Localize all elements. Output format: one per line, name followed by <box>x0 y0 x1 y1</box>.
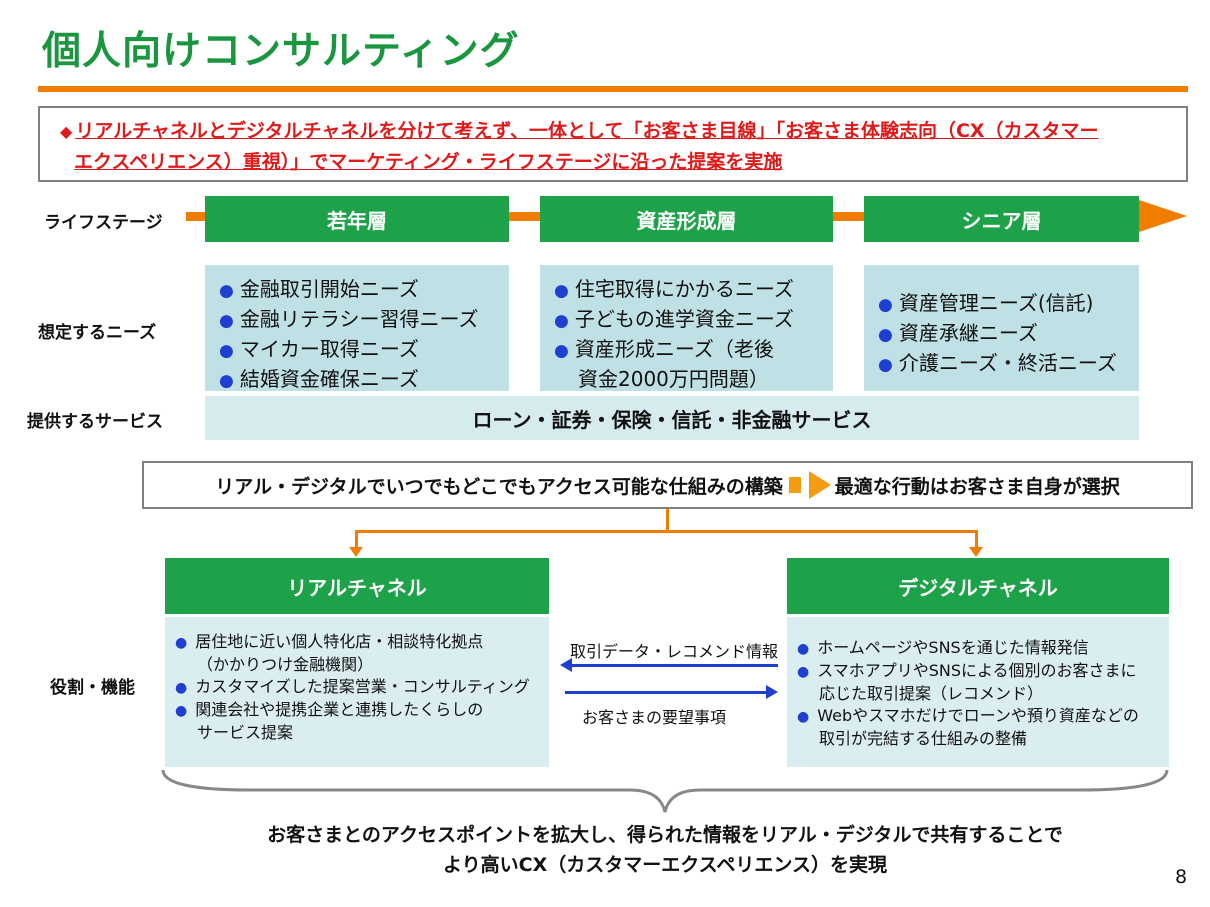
real-channel-body: ●居住地に近い個人特化店・相談特化拠点 （かかりつけ金融機関） ●カスタマイズし… <box>165 617 549 767</box>
split-connector <box>975 530 978 548</box>
title-underline <box>38 86 1188 92</box>
list-item-continuation: 応じた取引提案（レコメンド） <box>819 684 1044 703</box>
bullet-icon: ● <box>175 703 188 719</box>
list-item: ●金融リテラシー習得ニーズ <box>219 307 479 331</box>
key-message-line-1: ◆リアルチャネルとデジタルチャネルを分けて考えず、一体として「お客さま目線」「お… <box>60 116 1186 147</box>
key-message-line-2: エクスペリエンス）重視）」でマーケティング・ライフステージに沿った提案を実施 <box>74 151 783 173</box>
bullet-icon: ● <box>797 709 810 725</box>
digital-channel-body: ●ホームページやSNSを通じた情報発信 ●スマホアプリやSNSによる個別のお客さ… <box>787 617 1169 767</box>
list-item: ●住宅取得にかかるニーズ <box>554 277 794 301</box>
list-item: ●子どもの進学資金ニーズ <box>554 307 794 331</box>
page-title: 個人向けコンサルティング <box>42 29 520 74</box>
arrow-right-icon <box>766 685 778 699</box>
lifestage-arrow-icon <box>1139 200 1187 232</box>
conclusion-line-2: より高いCX（カスタマーエクスペリエンス）を実現 <box>443 854 887 876</box>
label-lifestage: ライフステージ <box>44 213 163 233</box>
arrow-down-icon <box>349 547 363 557</box>
stage-young: 若年層 <box>205 196 509 242</box>
bullet-icon: ● <box>175 635 188 651</box>
chevron-right-icon <box>808 471 831 499</box>
bullet-icon: ● <box>554 281 569 301</box>
list-item: ●居住地に近い個人特化店・相談特化拠点 <box>175 632 484 651</box>
list-item-continuation: サービス提案 <box>197 723 294 742</box>
services-bar: ローン・証券・保険・信託・非金融サービス <box>205 396 1139 440</box>
key-message-box: ◆リアルチャネルとデジタルチャネルを分けて考えず、一体として「お客さま目線」「お… <box>38 106 1188 182</box>
needs-young: ●金融取引開始ニーズ ●金融リテラシー習得ニーズ ●マイカー取得ニーズ ●結婚資… <box>205 265 509 391</box>
real-channel-header: リアルチャネル <box>165 558 549 614</box>
list-item-continuation: 資金2000万円問題） <box>578 367 769 391</box>
access-right-text: 最適な行動はお客さま自身が選択 <box>834 475 1120 498</box>
label-roles: 役割・機能 <box>50 678 135 698</box>
flow-line-to-digital <box>565 691 767 694</box>
lifestage-connector <box>833 212 864 221</box>
bullet-icon: ● <box>219 371 234 391</box>
bullet-icon: ● <box>797 664 810 680</box>
list-item: ●介護ニーズ・終活ニーズ <box>878 351 1117 375</box>
list-item: ●カスタマイズした提案営業・コンサルティング <box>175 677 530 696</box>
list-item: ●金融取引開始ニーズ <box>219 277 419 301</box>
split-connector <box>355 530 978 533</box>
split-connector <box>355 530 358 548</box>
lifestage-connector <box>509 212 540 221</box>
brace-icon <box>161 769 1169 813</box>
list-item: ●資産承継ニーズ <box>878 321 1038 345</box>
split-connector <box>666 509 669 531</box>
stage-asset-building: 資産形成層 <box>540 196 833 242</box>
stage-senior: シニア層 <box>864 196 1139 242</box>
list-item: ●マイカー取得ニーズ <box>219 337 419 361</box>
flow-label-to-real: 取引データ・レコメンド情報 <box>570 642 779 661</box>
label-services: 提供するサービス <box>27 412 163 432</box>
list-item: ●スマホアプリやSNSによる個別のお客さまに <box>797 661 1137 680</box>
access-left-text: リアル・デジタルでいつでもどこでもアクセス可能な仕組みの構築 <box>215 475 783 498</box>
list-item: ●資産管理ニーズ(信託) <box>878 291 1094 315</box>
arrow-left-icon <box>560 658 572 672</box>
list-item-continuation: （かかりつけ金融機関） <box>197 655 374 674</box>
bullet-icon: ● <box>219 341 234 361</box>
bullet-icon: ● <box>878 355 893 375</box>
flow-label-to-digital: お客さまの要望事項 <box>582 708 727 727</box>
list-item: ●ホームページやSNSを通じた情報発信 <box>797 638 1089 657</box>
bullet-icon: ● <box>554 311 569 331</box>
digital-channel-header: デジタルチャネル <box>787 558 1169 614</box>
list-item: ●結婚資金確保ニーズ <box>219 367 419 391</box>
bullet-icon: ● <box>878 325 893 345</box>
arrow-tail-icon <box>788 477 801 493</box>
bullet-icon: ● <box>175 680 188 696</box>
bullet-icon: ● <box>797 641 810 657</box>
list-item: ●Webやスマホだけでローンや預り資産などの <box>797 706 1139 725</box>
bullet-icon: ● <box>219 311 234 331</box>
diamond-bullet-icon: ◆ <box>60 122 73 141</box>
needs-senior: ●資産管理ニーズ(信託) ●資産承継ニーズ ●介護ニーズ・終活ニーズ <box>864 265 1139 391</box>
access-box: リアル・デジタルでいつでもどこでもアクセス可能な仕組みの構築 最適な行動はお客さ… <box>142 461 1193 509</box>
bullet-icon: ● <box>878 295 893 315</box>
list-item: ●関連会社や提携企業と連携したくらしの <box>175 700 484 719</box>
flow-line-to-real <box>570 664 778 667</box>
list-item: ●資産形成ニーズ（老後 <box>554 337 774 361</box>
needs-asset-building: ●住宅取得にかかるニーズ ●子どもの進学資金ニーズ ●資産形成ニーズ（老後 資金… <box>540 265 833 391</box>
bullet-icon: ● <box>219 281 234 301</box>
page-number: 8 <box>1175 866 1188 888</box>
arrow-down-icon <box>969 547 983 557</box>
label-needs: 想定するニーズ <box>38 323 157 343</box>
list-item-continuation: 取引が完結する仕組みの整備 <box>819 729 1028 748</box>
lifestage-connector <box>186 212 205 221</box>
conclusion-line-1: お客さまとのアクセスポイントを拡大し、得られた情報をリアル・デジタルで共有するこ… <box>267 824 1063 846</box>
bullet-icon: ● <box>554 341 569 361</box>
